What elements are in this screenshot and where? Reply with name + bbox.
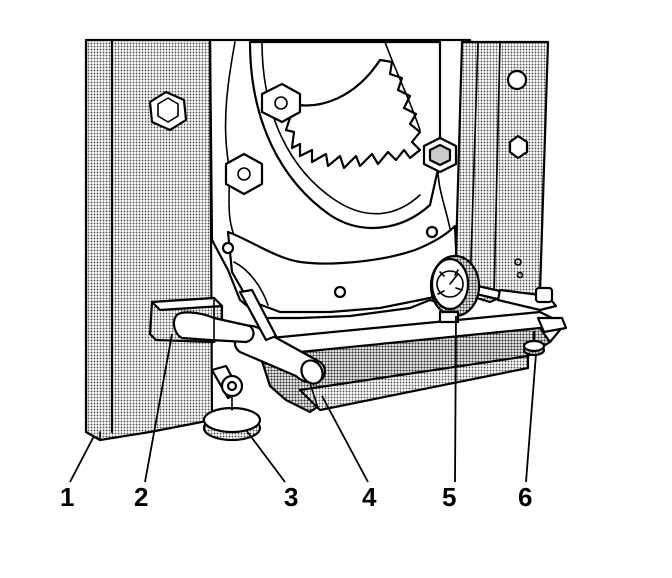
callout-5: 5 [442, 482, 456, 512]
leader-2 [144, 333, 173, 483]
clamp-bracket [496, 286, 568, 334]
bolt-hex-1 [260, 82, 302, 124]
leader-4 [321, 395, 369, 483]
magnetic-base-foot [202, 364, 262, 442]
adapter-block [148, 296, 255, 344]
callout-2: 2 [134, 482, 148, 512]
leader-lines [69, 315, 537, 483]
callout-labels: 1 2 3 4 5 6 [60, 482, 532, 512]
support-bar [248, 310, 562, 414]
leader-1 [69, 435, 95, 483]
leader-5 [454, 315, 457, 483]
callout-6: 6 [518, 482, 532, 512]
adjusting-foot [522, 330, 546, 357]
dial-indicator [429, 254, 532, 324]
leader-3 [245, 429, 286, 483]
indicator-arm-rod [233, 288, 326, 385]
engine-block [208, 38, 472, 320]
bolt-hex-2 [224, 152, 264, 196]
callout-3: 3 [284, 482, 298, 512]
bolt-hex-3 [422, 136, 458, 174]
callout-1: 1 [60, 482, 74, 512]
leader-6 [525, 353, 537, 483]
callout-4: 4 [362, 482, 377, 512]
left-frame-rail [84, 38, 214, 442]
